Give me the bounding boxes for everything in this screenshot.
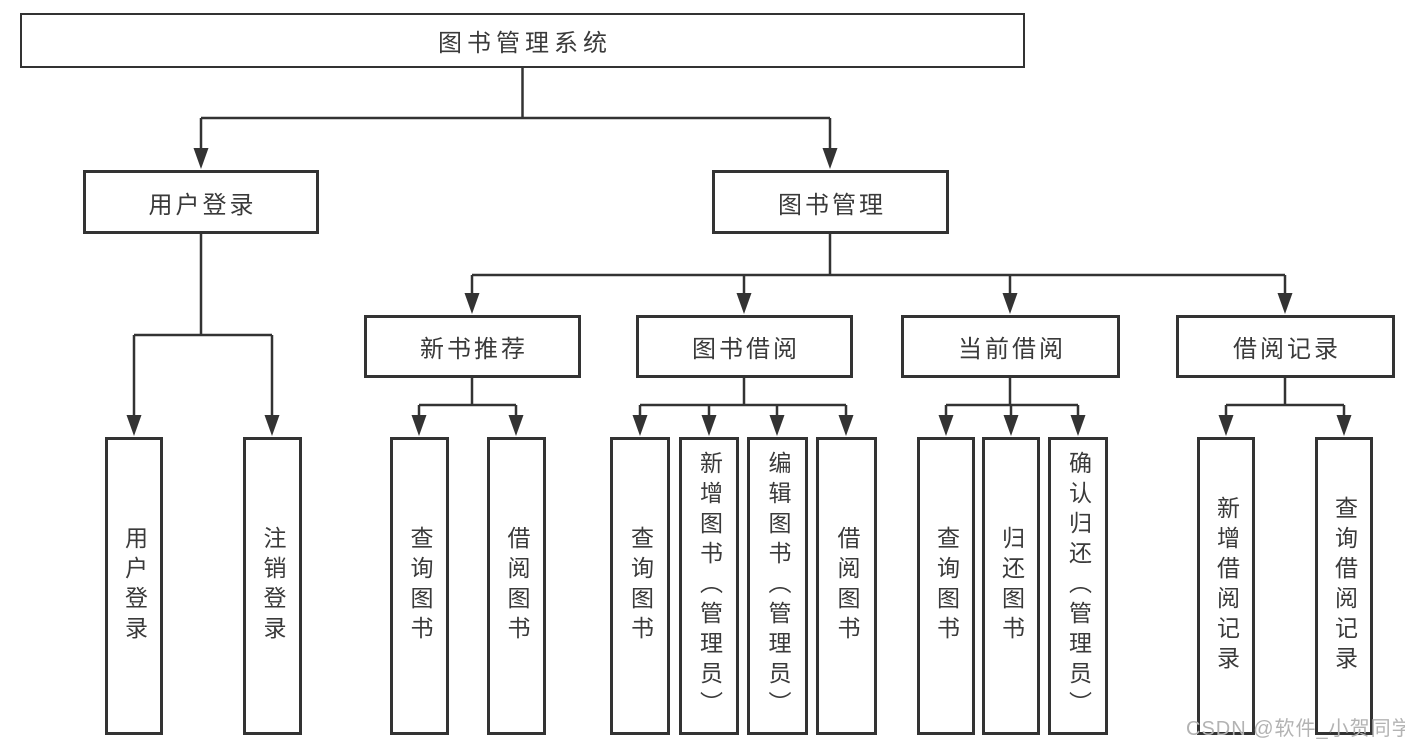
node-label: 借阅图书 (834, 526, 860, 646)
node-borrowing-records: 借阅记录 (1176, 315, 1395, 378)
leaf-edit-books-admin: 编辑图书（管理员） (747, 437, 808, 735)
node-label: 查询图书 (627, 526, 654, 646)
node-label: 查询图书 (407, 526, 433, 646)
leaf-query-borrow-record: 查询借阅记录 (1315, 437, 1373, 735)
leaf-borrow-books-recommend: 借阅图书 (487, 437, 546, 735)
node-label: 图书管理 (778, 191, 886, 219)
leaf-query-books-current: 查询图书 (917, 437, 975, 735)
node-label: 图书借阅 (692, 336, 800, 363)
node-label: 借阅记录 (1233, 336, 1341, 363)
node-current-borrowing: 当前借阅 (901, 315, 1120, 378)
node-user-login: 用户登录 (83, 170, 319, 234)
node-label: 图书管理系统 (438, 30, 612, 57)
leaf-return-books: 归还图书 (982, 437, 1040, 735)
node-label: 确认归还（管理员） (1065, 451, 1092, 721)
leaf-add-borrow-record: 新增借阅记录 (1197, 437, 1255, 735)
csdn-watermark: CSDN @软件_小贺同学 (1186, 718, 1405, 740)
node-label: 新增借阅记录 (1213, 496, 1240, 676)
node-label: 用户登录 (121, 526, 148, 646)
leaf-add-books-admin: 新增图书（管理员） (679, 437, 739, 735)
leaf-user-login: 用户登录 (105, 437, 163, 735)
node-new-book-recommendation: 新书推荐 (364, 315, 581, 378)
node-book-borrowing: 图书借阅 (636, 315, 853, 378)
node-label: 查询借阅记录 (1331, 496, 1358, 676)
node-book-management: 图书管理 (712, 170, 949, 234)
node-label: 归还图书 (998, 526, 1025, 646)
leaf-query-books-borrow: 查询图书 (610, 437, 670, 735)
node-label: 当前借阅 (958, 336, 1066, 363)
node-label: 编辑图书（管理员） (765, 451, 791, 721)
leaf-logout: 注销登录 (243, 437, 302, 735)
leaf-confirm-return-admin: 确认归还（管理员） (1048, 437, 1108, 735)
node-library-management-system: 图书管理系统 (20, 13, 1025, 68)
node-label: 用户登录 (148, 191, 257, 219)
node-label: 新书推荐 (420, 336, 528, 363)
node-label: 新增图书（管理员） (696, 451, 723, 721)
node-label: 借阅图书 (504, 526, 530, 646)
leaf-borrow-books: 借阅图书 (816, 437, 877, 735)
node-label: 查询图书 (933, 526, 960, 646)
leaf-query-books-recommend: 查询图书 (390, 437, 449, 735)
node-label: 注销登录 (260, 526, 286, 646)
